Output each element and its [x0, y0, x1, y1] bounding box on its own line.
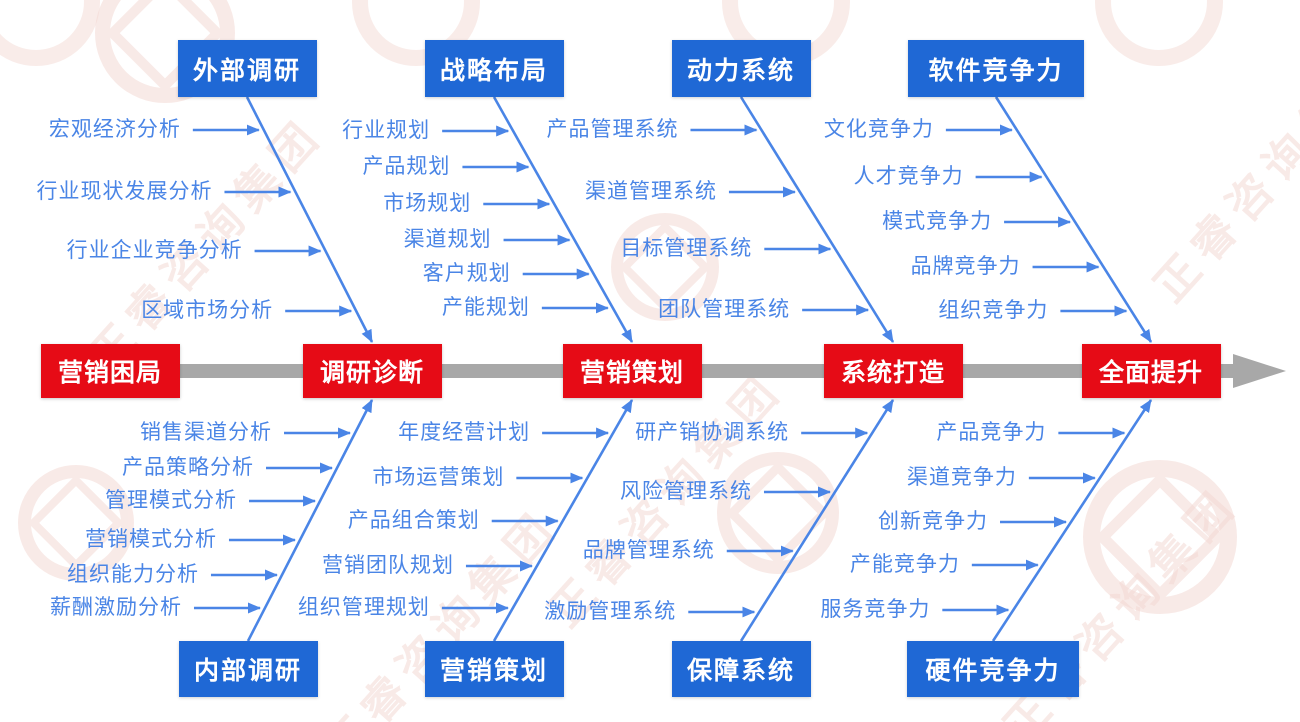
branch-item: 市场规划 [383, 192, 472, 215]
branch-item: 营销模式分析 [84, 528, 217, 551]
branch-item: 宏观经济分析 [48, 118, 181, 141]
branch-item: 产能竞争力 [849, 553, 960, 576]
branch-header: 硬件竞争力 [907, 641, 1079, 697]
branch-item: 管理模式分析 [105, 489, 238, 512]
branch-item: 行业现状发展分析 [36, 180, 213, 203]
spine-node: 全面提升 [1081, 344, 1221, 398]
branch-item: 组织竞争力 [938, 299, 1049, 322]
branch-item: 团队管理系统 [658, 298, 791, 321]
branch-header: 外部调研 [177, 40, 317, 97]
branch-item: 渠道竞争力 [906, 466, 1017, 489]
branch-item: 人才竞争力 [853, 165, 964, 188]
branch-item: 渠道管理系统 [584, 180, 717, 203]
branch-item: 客户规划 [422, 262, 511, 285]
branch-item: 区域市场分析 [141, 299, 274, 322]
branch-item: 产品策略分析 [122, 456, 255, 479]
branch-item: 产品管理系统 [546, 118, 679, 141]
branch-header: 战略布局 [424, 40, 564, 97]
spine-node: 营销困局 [40, 344, 180, 398]
branch-header: 动力系统 [671, 40, 811, 97]
spine-node: 调研诊断 [302, 344, 442, 398]
branch-item: 品牌管理系统 [582, 539, 715, 562]
branch-item: 组织能力分析 [66, 563, 199, 586]
spine-node: 营销策划 [562, 344, 702, 398]
branch-item: 产品竞争力 [936, 421, 1047, 444]
branch-item: 市场运营策划 [372, 466, 505, 489]
branch-item: 文化竞争力 [823, 118, 934, 141]
branch-item: 渠道规划 [403, 228, 492, 251]
branch-header: 营销策划 [424, 641, 564, 697]
branch-item: 年度经营计划 [398, 421, 531, 444]
branch-item: 薪酬激励分析 [49, 596, 182, 619]
branch-item: 研产销协调系统 [635, 421, 790, 444]
branch-item: 销售渠道分析 [140, 421, 273, 444]
branch-item: 行业规划 [342, 119, 431, 142]
branch-header: 软件竞争力 [908, 40, 1084, 97]
branch-item: 产品组合策划 [347, 509, 480, 532]
branch-item: 目标管理系统 [620, 237, 753, 260]
branch-item: 模式竞争力 [882, 210, 993, 233]
branch-header: 内部调研 [178, 641, 318, 697]
branch-item: 产能规划 [441, 296, 530, 319]
branch-item: 行业企业竞争分析 [66, 239, 243, 262]
branch-item: 产品规划 [362, 155, 451, 178]
branch-item: 组织管理规划 [297, 596, 430, 619]
branch-header: 保障系统 [671, 641, 811, 697]
branch-item: 品牌竞争力 [910, 255, 1021, 278]
spine-node: 系统打造 [823, 344, 963, 398]
branch-item: 创新竞争力 [878, 510, 989, 533]
branch-item: 风险管理系统 [619, 480, 752, 503]
branch-item: 激励管理系统 [544, 600, 677, 623]
branch-item: 营销团队规划 [321, 554, 454, 577]
branch-item: 服务竞争力 [820, 598, 931, 621]
